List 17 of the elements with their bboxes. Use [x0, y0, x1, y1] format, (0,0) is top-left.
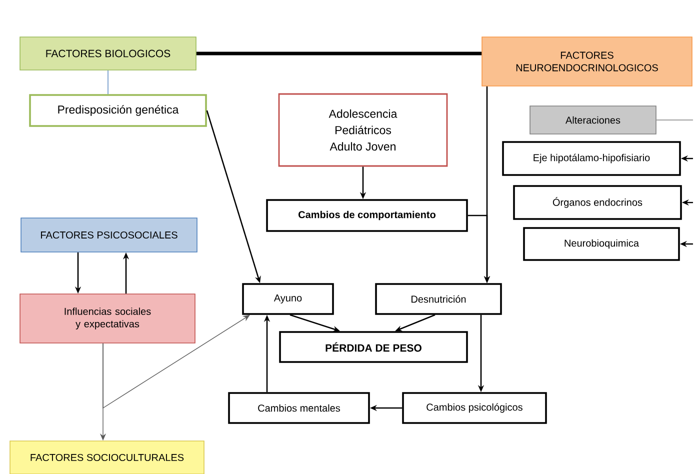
factor-box: FACTORES NEUROENDOCRINOLOGICOS: [482, 36, 692, 86]
factor-box: Influencias sociales y expectativas: [20, 294, 196, 344]
process-box: Eje hipotálamo-hipofisiario: [502, 141, 681, 176]
process-box: Desnutrición: [375, 283, 502, 315]
factor-box: FACTORES BIOLOGICOS: [20, 36, 196, 70]
process-box: Cambios psicológicos: [402, 392, 547, 424]
process-box: Neurobioquimica: [523, 227, 680, 261]
factor-box: Predisposición genética: [29, 94, 207, 127]
process-box: Órganos endocrinos: [513, 185, 682, 220]
process-box: Ayuno: [242, 283, 334, 315]
group-box: Adolescencia Pediátricos Adulto Joven: [278, 93, 448, 167]
factor-box: FACTORES SOCIOCULTURALES: [10, 440, 204, 474]
process-box: Cambios de comportamiento: [266, 199, 468, 232]
factor-box: FACTORES PSICOSOCIALES: [20, 218, 198, 252]
header-box: Alteraciones: [530, 106, 656, 134]
process-box: Cambios mentales: [228, 392, 370, 424]
result-box: PÉRDIDA DE PESO: [279, 331, 468, 363]
